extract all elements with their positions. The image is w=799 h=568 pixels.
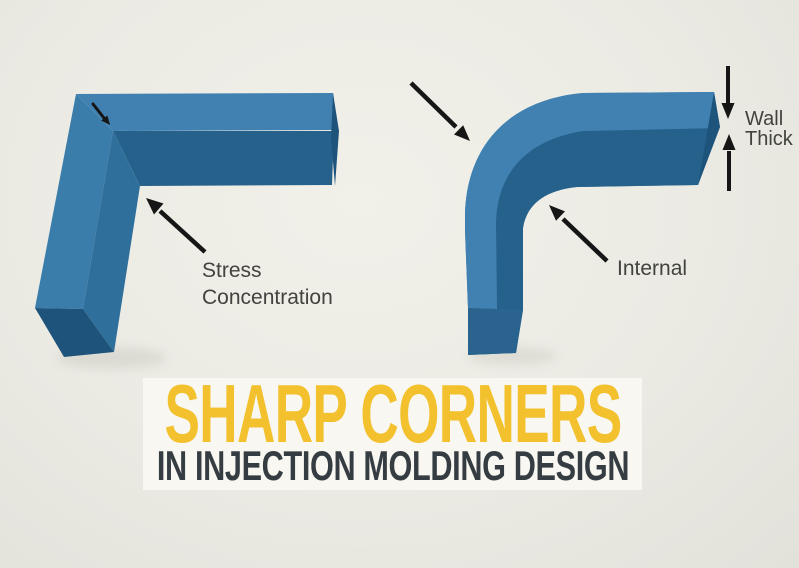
sharp-arm-bottom-face <box>35 308 114 357</box>
subtitle: IN INJECTION MOLDING DESIGN <box>156 442 629 489</box>
outer-radius-arrow-shaft <box>409 81 458 129</box>
corner-tap-arrow <box>91 102 110 125</box>
wall-thickness-down-arrow-head <box>721 103 735 119</box>
internal-radius-arrow-head <box>549 205 565 221</box>
sharp-corner-shape <box>35 93 339 357</box>
rounded-end-face <box>698 92 720 185</box>
sharp-front-face <box>113 131 334 186</box>
sharp-arm-left-face <box>35 94 113 309</box>
sharp-arm-right-face <box>83 131 140 352</box>
title-band: SHARP CORNERS IN INJECTION MOLDING DESIG… <box>143 372 642 490</box>
rounded-corner-shape <box>465 92 720 355</box>
wall-thickness-label: Wall Thick <box>745 108 793 150</box>
outer-radius-arrow <box>409 81 470 141</box>
rounded-front-face <box>496 128 718 310</box>
internal-radius-label: Internal <box>617 257 688 280</box>
stress-arrow-shaft <box>158 209 207 254</box>
stress-concentration-label: Stress Concentration <box>202 259 333 309</box>
main-title: SHARP CORNERS <box>163 367 622 460</box>
internal-radius-arrow-shaft <box>561 217 609 263</box>
wall-thickness-up-arrow-head <box>722 134 736 150</box>
sharp-end-face <box>331 93 339 186</box>
corner-tap-arrow-head <box>101 115 110 125</box>
outer-radius-arrow-head <box>454 125 470 141</box>
rounded-arm-bottom-face <box>468 308 523 355</box>
wall-thickness-arrows <box>721 66 736 191</box>
stress-arrow-head <box>146 198 164 215</box>
corner-tap-arrow-shaft <box>91 102 106 120</box>
stress-arrow <box>146 198 207 254</box>
sharp-top-face <box>76 93 338 131</box>
internal-radius-arrow <box>549 205 609 263</box>
rounded-top-face <box>465 92 718 309</box>
